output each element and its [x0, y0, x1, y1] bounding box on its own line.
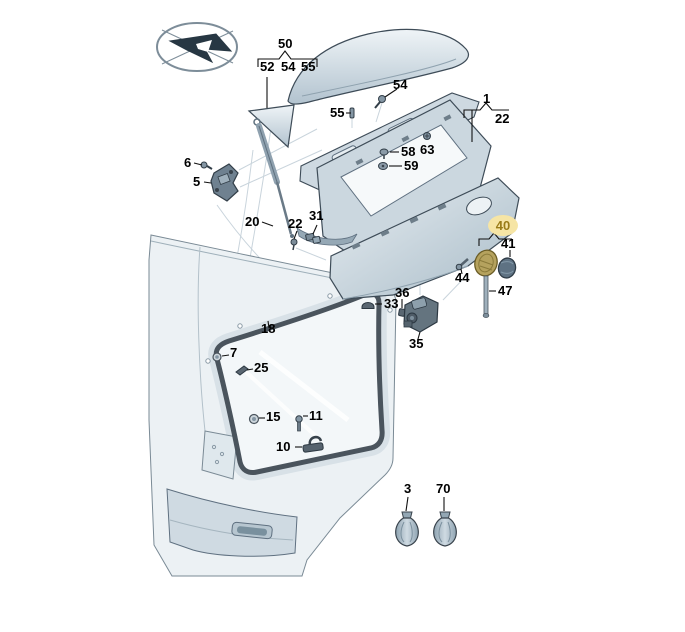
part-lock-35	[403, 295, 439, 333]
part-tailgate-frame-1	[316, 99, 492, 254]
part-screw-54	[374, 95, 386, 109]
callout-47[interactable]: 47	[498, 283, 513, 298]
callout-18[interactable]: 18	[261, 321, 276, 336]
callout-31[interactable]: 31	[309, 208, 324, 223]
part-hinge-5	[210, 163, 239, 202]
callout-55-group[interactable]: 55	[301, 59, 316, 74]
leader-lines	[193, 50, 512, 512]
callout-52[interactable]: 52	[260, 59, 275, 74]
callout-54[interactable]: 54	[393, 77, 408, 92]
part-grommet-7	[212, 352, 222, 362]
callout-7[interactable]: 7	[230, 345, 238, 360]
callout-63[interactable]: 63	[420, 142, 435, 157]
part-spoiler-50	[287, 28, 470, 105]
part-lower-panel	[296, 177, 520, 300]
callout-41[interactable]: 41	[501, 236, 516, 251]
callout-20[interactable]: 20	[245, 214, 260, 229]
callout-15[interactable]: 15	[266, 409, 281, 424]
part-nut-58	[379, 148, 389, 159]
part-emblem-40	[474, 249, 498, 277]
part-gas-strut-20	[253, 118, 294, 238]
callout-10[interactable]: 10	[276, 439, 291, 454]
callout-55[interactable]: 55	[330, 105, 345, 120]
callout-36[interactable]: 36	[395, 285, 410, 300]
part-rod-47	[482, 275, 490, 318]
callout-1[interactable]: 1	[483, 91, 491, 106]
part-bolt-6	[200, 161, 213, 170]
callout-33[interactable]: 33	[384, 296, 399, 311]
callout-44[interactable]: 44	[455, 270, 470, 285]
callout-5[interactable]: 5	[193, 174, 201, 189]
part-bolt-63	[423, 132, 431, 140]
part-striker-10	[302, 435, 324, 453]
callout-59[interactable]: 59	[404, 158, 419, 173]
callout-3[interactable]: 3	[404, 481, 412, 496]
callout-50[interactable]: 50	[278, 36, 293, 51]
part-grommet-15	[248, 413, 260, 425]
part-emblem-41	[497, 257, 517, 279]
callout-6[interactable]: 6	[184, 155, 192, 170]
callout-22-upper[interactable]: 22	[495, 111, 510, 126]
part-spoiler-side-52	[247, 104, 295, 149]
callout-11[interactable]: 11	[309, 408, 323, 423]
part-nut-59	[378, 162, 388, 170]
brand-logo-icon	[156, 22, 238, 72]
part-grommet-33	[361, 302, 375, 309]
part-sachet-3	[395, 511, 419, 547]
callout-58[interactable]: 58	[401, 144, 416, 159]
callout-22-strut[interactable]: 22	[288, 216, 303, 231]
part-screw-44	[455, 258, 469, 271]
car-body	[148, 234, 397, 577]
part-clip-31	[305, 232, 321, 244]
callout-40[interactable]: 40	[488, 215, 518, 236]
part-sachet-70	[433, 511, 457, 547]
part-screw-11	[295, 415, 303, 432]
callout-70[interactable]: 70	[436, 481, 451, 496]
callout-54-group[interactable]: 54	[281, 59, 296, 74]
callout-35[interactable]: 35	[409, 336, 424, 351]
callout-25[interactable]: 25	[254, 360, 269, 375]
part-clip-25	[235, 365, 249, 376]
